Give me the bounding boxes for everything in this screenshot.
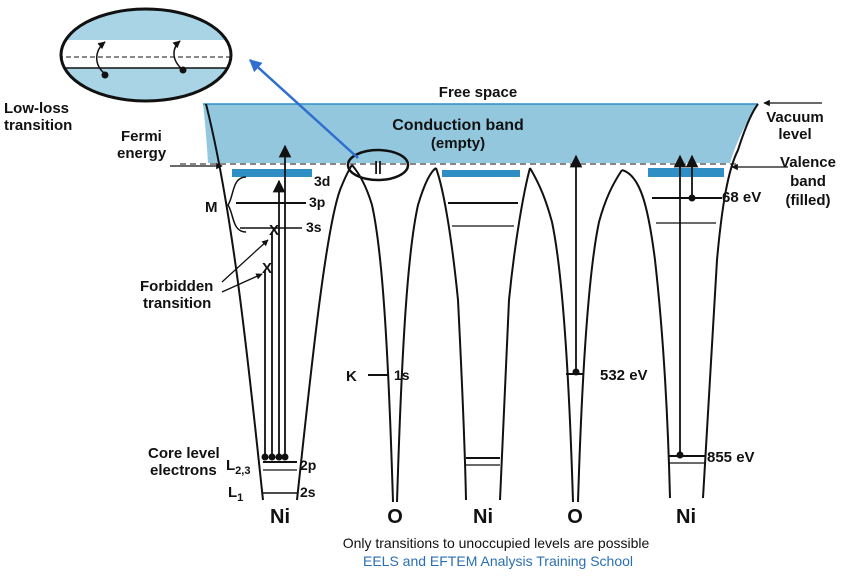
vacuum-label-line2: level bbox=[778, 126, 811, 143]
inset-transition-2 bbox=[172, 40, 184, 71]
inset-electron-2 bbox=[179, 66, 187, 74]
well-ni-left bbox=[205, 103, 353, 501]
forbidden-mark-1: X bbox=[269, 222, 279, 239]
l23-letter: L bbox=[226, 457, 235, 474]
element-label-ni-3: Ni bbox=[676, 506, 696, 528]
electron-3p-ni3 bbox=[688, 194, 696, 202]
well-ni-right bbox=[621, 103, 759, 499]
l1-subscript: 1 bbox=[237, 492, 243, 504]
forbidden-pointer-1 bbox=[221, 239, 269, 283]
valence-label-line1: Valence bbox=[780, 154, 836, 171]
fermi-label-line1: Fermi bbox=[121, 128, 162, 145]
valence-band-ni-3 bbox=[648, 168, 724, 177]
low-loss-highlight bbox=[346, 148, 410, 182]
footer-credit: EELS and EFTEM Analysis Training School bbox=[363, 553, 633, 569]
orbital-3d-label: 3d bbox=[314, 173, 330, 189]
forbidden-label-line1: Forbidden bbox=[140, 278, 213, 295]
zoom-inset bbox=[59, 7, 233, 103]
valence-band-ni-1 bbox=[232, 169, 312, 177]
valence-label-line3: (filled) bbox=[786, 192, 831, 209]
well-o-right bbox=[529, 167, 623, 503]
forbidden-label-line2: transition bbox=[143, 295, 211, 312]
element-label-o-1: O bbox=[387, 506, 403, 528]
core-level-label-line2: electrons bbox=[150, 462, 217, 479]
conduction-band-region bbox=[203, 104, 758, 163]
vacuum-label-line1: Vacuum bbox=[766, 109, 824, 126]
element-label-ni-2: Ni bbox=[473, 506, 493, 528]
low-loss-mark: || bbox=[374, 158, 382, 174]
electron-1s-o bbox=[572, 368, 580, 376]
l1-label: L1 bbox=[228, 484, 243, 504]
low-loss-label-line2: transition bbox=[4, 117, 72, 134]
core-level-label-line1: Core level bbox=[148, 445, 220, 462]
inset-transition-1 bbox=[96, 41, 106, 75]
forbidden-pointer-2 bbox=[221, 273, 263, 293]
l1-letter: L bbox=[228, 484, 237, 501]
conduction-band-label: Conduction band bbox=[392, 117, 524, 134]
inset-electron-1 bbox=[101, 71, 109, 79]
valence-label-line2: band bbox=[790, 173, 826, 190]
electron-2p-a bbox=[261, 453, 269, 461]
free-space-label: Free space bbox=[439, 84, 517, 101]
electron-2p-ni3 bbox=[676, 451, 684, 459]
orbital-1s-label: 1s bbox=[394, 367, 410, 383]
zoom-pointer-arrow bbox=[249, 59, 359, 159]
electron-2p-c bbox=[275, 453, 283, 461]
electron-2p-d bbox=[281, 453, 289, 461]
orbital-2s-label: 2s bbox=[300, 484, 316, 500]
k-shell-label: K bbox=[346, 368, 357, 385]
l23-subscript: 2,3 bbox=[235, 465, 250, 477]
valence-band-ni-2 bbox=[442, 170, 520, 177]
m-shell-label: M bbox=[205, 199, 218, 216]
well-o-left bbox=[351, 164, 437, 503]
energy-532ev-label: 532 eV bbox=[600, 367, 648, 384]
orbital-3s-label: 3s bbox=[306, 219, 322, 235]
element-label-o-2: O bbox=[567, 506, 583, 528]
fermi-label-line2: energy bbox=[117, 145, 167, 162]
energy-855ev-label: 855 eV bbox=[707, 449, 755, 466]
element-label-ni-1: Ni bbox=[270, 506, 290, 528]
orbital-2p-label: 2p bbox=[300, 457, 316, 473]
low-loss-label-line1: Low-loss bbox=[4, 100, 69, 117]
electron-2p-b bbox=[268, 453, 276, 461]
energy-68ev-label: 68 eV bbox=[722, 189, 761, 206]
conduction-state-label: (empty) bbox=[431, 135, 485, 152]
m-shell-brace bbox=[227, 176, 247, 233]
forbidden-mark-2: X bbox=[262, 260, 272, 277]
well-ni-center bbox=[435, 167, 531, 501]
footer-note: Only transitions to unoccupied levels ar… bbox=[343, 535, 650, 551]
l23-label: L2,3 bbox=[226, 457, 250, 477]
orbital-3p-label: 3p bbox=[309, 194, 325, 210]
